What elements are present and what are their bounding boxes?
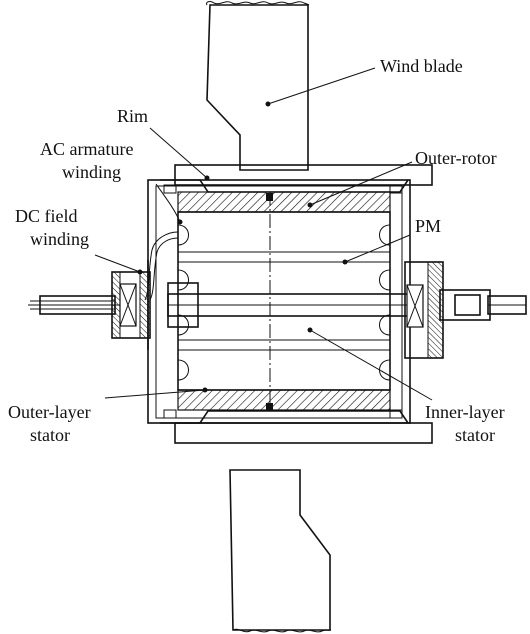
label-outer-rotor: Outer-rotor	[415, 148, 497, 168]
label-wind-blade: Wind blade	[380, 56, 463, 76]
leader-lines	[94, 67, 433, 401]
shaft	[167, 282, 417, 328]
label-outer-layer-line2: stator	[30, 425, 70, 445]
label-dc-field-line1: DC field	[15, 206, 78, 226]
outer-rotor-housing	[147, 179, 411, 424]
stator-body	[177, 192, 391, 412]
label-dc-field-line2: winding	[30, 229, 89, 249]
wind-blade-bottom	[229, 469, 332, 633]
label-inner-layer-line1: Inner-layer	[425, 402, 505, 422]
label-outer-layer-line1: Outer-layer	[8, 402, 91, 422]
label-rim: Rim	[117, 106, 148, 126]
label-ac-armature-line1: AC armature	[40, 139, 133, 159]
label-inner-layer-line2: stator	[455, 425, 495, 445]
right-bearing	[404, 261, 444, 359]
left-sleeve	[28, 295, 120, 315]
label-pm: PM	[415, 216, 441, 236]
right-shaft-extension	[439, 289, 527, 321]
label-ac-armature-line2: winding	[62, 162, 121, 182]
wind-blade-top	[206, 1, 310, 171]
dc-field-wires	[144, 231, 179, 301]
